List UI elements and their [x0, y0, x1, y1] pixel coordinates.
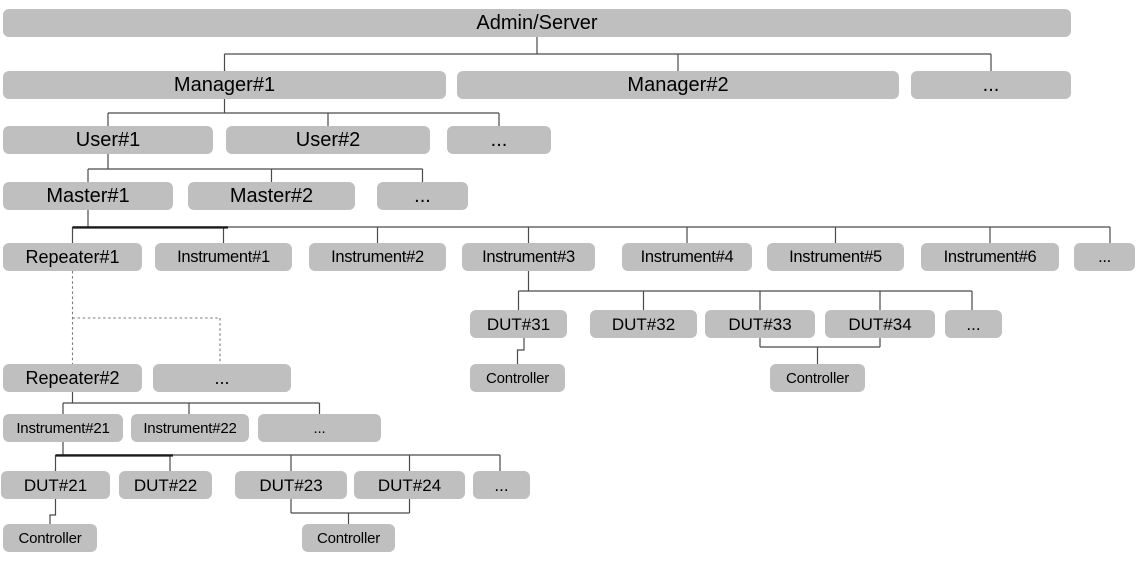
- node-controller-dut33-34: Controller: [770, 364, 865, 392]
- node-master-2: Master#2: [188, 182, 355, 210]
- node-dut-22: DUT#22: [119, 471, 212, 499]
- connector-manager1-to-users: [107, 99, 500, 126]
- node-instrument-3: Instrument#3: [462, 243, 595, 271]
- node-dut-33: DUT#33: [705, 310, 815, 338]
- node-dut2-ellipsis: ...: [473, 471, 530, 499]
- node-controller-dut31: Controller: [470, 364, 565, 392]
- connector-admin-to-managers: [223, 37, 992, 71]
- node-instrument-22: Instrument#22: [131, 414, 249, 442]
- node-dut-24: DUT#24: [354, 471, 465, 499]
- connector-repeater2-to-instruments2x: [62, 392, 321, 414]
- node-controller-dut23-24: Controller: [302, 524, 395, 552]
- connector-dut21-to-controller: [49, 499, 57, 524]
- connector-dut33-dut34-to-controller: [759, 338, 881, 364]
- node-instrument-21: Instrument#21: [3, 414, 123, 442]
- node-manager-1: Manager#1: [3, 71, 446, 99]
- connector-instrument21-to-duts: [54, 442, 501, 471]
- node-instrument-6: Instrument#6: [921, 243, 1059, 271]
- node-admin-server: Admin/Server: [3, 9, 1071, 37]
- node-manager-ellipsis: ...: [911, 71, 1071, 99]
- node-dut-34: DUT#34: [825, 310, 935, 338]
- connector-dut23-dut24-to-controller: [290, 499, 411, 524]
- node-instrument-2: Instrument#2: [309, 243, 446, 271]
- node-repeater-1: Repeater#1: [3, 243, 142, 271]
- node-controller-dut21: Controller: [3, 524, 97, 552]
- connector-dut31-to-controller: [516, 338, 525, 364]
- node-dut3-ellipsis: ...: [945, 310, 1002, 338]
- node-dut-23: DUT#23: [235, 471, 347, 499]
- node-dut-32: DUT#32: [590, 310, 697, 338]
- connector-instrument3-to-duts: [517, 271, 973, 310]
- node-manager-2: Manager#2: [457, 71, 899, 99]
- connector-master1-to-instruments: [71, 210, 1111, 243]
- node-user-ellipsis: ...: [447, 126, 551, 154]
- node-instrument-4: Instrument#4: [622, 243, 752, 271]
- node-master-ellipsis: ...: [377, 182, 468, 210]
- connector-user1-to-masters: [87, 154, 424, 182]
- node-master-1: Master#1: [3, 182, 173, 210]
- node-repeater-ellipsis: ...: [153, 364, 291, 392]
- node-instrument2-ellipsis: ...: [258, 414, 381, 442]
- node-dut-21: DUT#21: [1, 471, 110, 499]
- connector-repeater1-to-repeater2-dashed: [71, 271, 221, 364]
- node-instrument-5: Instrument#5: [767, 243, 904, 271]
- node-user-1: User#1: [3, 126, 213, 154]
- node-instrument-1: Instrument#1: [155, 243, 292, 271]
- node-dut-31: DUT#31: [470, 310, 567, 338]
- node-repeater-2: Repeater#2: [3, 364, 142, 392]
- node-user-2: User#2: [226, 126, 430, 154]
- node-instrument-ellipsis: ...: [1074, 243, 1135, 271]
